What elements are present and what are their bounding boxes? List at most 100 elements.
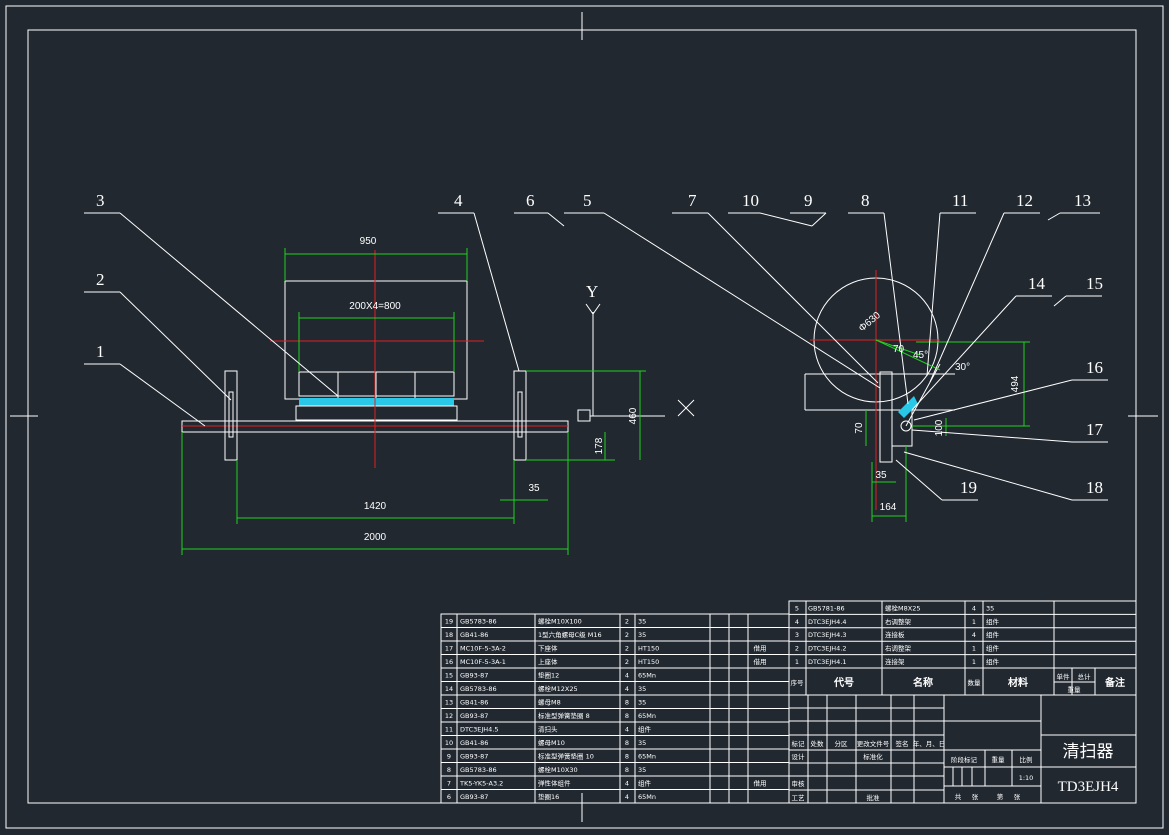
tb-sheet: 张 <box>972 792 979 801</box>
parts-right-cell: 4 <box>972 631 976 639</box>
hdr-total: 总计 <box>1078 672 1092 681</box>
title-block: 标记 处数 分区 更改文件号 签名 年、月、日 设计 标准化 审核 工艺 批准 … <box>788 694 1137 804</box>
dim-35-front: 35 <box>528 483 540 494</box>
balloon-8: 8 <box>861 191 870 210</box>
parts-left-cell: MC10F-5-3A-2 <box>460 645 506 653</box>
parts-left-cell: 35 <box>638 631 646 639</box>
dim-35-side: 35 <box>875 470 887 481</box>
parts-left-cell: 17 <box>445 645 453 653</box>
parts-right-cell: DTC3EJH4.4 <box>808 618 847 626</box>
parts-left-cell: 11 <box>445 726 453 734</box>
balloon-1: 1 <box>96 342 105 361</box>
parts-left-cell: 12 <box>445 712 453 720</box>
tb-stage: 阶段标记 <box>951 755 978 764</box>
parts-left-cell: 7 <box>447 780 451 788</box>
parts-right-cell: 2 <box>795 645 799 653</box>
parts-right-cell: DTC3EJH4.2 <box>808 645 847 653</box>
hdr-note: 备注 <box>1104 676 1125 689</box>
parts-left-cell: MC10F-5-3A-1 <box>460 658 506 666</box>
dim-950: 950 <box>360 236 377 247</box>
parts-right-cell: 连接架 <box>885 657 905 666</box>
parts-left-cell: 组件 <box>638 725 652 734</box>
tb-sheets: 共 <box>955 792 962 801</box>
parts-left-cell: 2 <box>625 645 629 653</box>
right-adjust-slot <box>517 391 523 438</box>
parts-left-cell: 8 <box>625 739 629 747</box>
dim-70: 70 <box>854 422 865 434</box>
parts-left-cell: 18 <box>445 631 453 639</box>
tb-approve: 批准 <box>867 793 881 802</box>
parts-left-cell: 弹性体组件 <box>538 779 571 788</box>
parts-right-cell: 3 <box>795 631 799 639</box>
origin-box <box>577 409 591 422</box>
balloon-17: 17 <box>1086 420 1104 439</box>
tb-zone: 分区 <box>835 739 849 748</box>
balloon-18: 18 <box>1086 478 1103 497</box>
tb-mark: 标记 <box>792 739 806 748</box>
left-adjust-slot <box>228 391 234 438</box>
balloon-7: 7 <box>688 191 697 210</box>
parts-left-cell: 4 <box>625 726 629 734</box>
dim-1420: 1420 <box>364 501 387 512</box>
parts-left-cell: GB41-86 <box>460 699 488 707</box>
parts-right-cell: 组件 <box>986 657 1000 666</box>
parts-right-cell: 螺栓M8X25 <box>885 603 920 612</box>
drawing-code: TD3EJH4 <box>1058 779 1119 795</box>
parts-left-cell: 4 <box>625 672 629 680</box>
right-adjust-frame <box>513 370 527 461</box>
parts-left-cell: 9 <box>447 753 451 761</box>
parts-right-cell: 1 <box>972 645 976 653</box>
parts-left-cell: 螺母M10 <box>538 738 565 747</box>
inner-frame <box>27 29 1137 804</box>
tb-sign: 签名 <box>896 739 909 748</box>
hdr-name: 名称 <box>913 676 933 689</box>
dim-164: 164 <box>880 502 897 513</box>
balloon-4: 4 <box>454 191 463 210</box>
parts-left-cell: 标准型弹簧垫圈 8 <box>538 711 590 720</box>
parts-left-cell: 65Mn <box>638 672 656 680</box>
parts-left-cell: GB41-86 <box>460 739 488 747</box>
balloon-5: 5 <box>583 191 592 210</box>
y-axis-arrow <box>585 303 601 315</box>
balloon-6: 6 <box>526 191 535 210</box>
parts-left-cell: 19 <box>445 618 453 626</box>
parts-left-cell: 14 <box>445 685 453 693</box>
parts-left-cell: 65Mn <box>638 793 656 801</box>
parts-left-cell: GB41-86 <box>460 631 488 639</box>
angle-45-line <box>875 339 921 356</box>
parts-left-cell: 35 <box>638 685 646 693</box>
tb-page: 张 <box>1014 792 1021 801</box>
parts-left-cell: 2 <box>625 631 629 639</box>
parts-right-cell: 4 <box>972 604 976 612</box>
tb-scale: 1:10 <box>1019 774 1034 782</box>
parts-left-cell: 4 <box>625 793 629 801</box>
balloon-13: 13 <box>1074 191 1091 210</box>
parts-left-cell: 螺栓M10X30 <box>538 765 578 774</box>
parts-left-cell: 65Mn <box>638 712 656 720</box>
parts-left-cell: 13 <box>445 699 453 707</box>
tb-of: 第 <box>997 792 1004 801</box>
tb-count: 处数 <box>811 739 825 748</box>
parts-left-cell: 4 <box>625 685 629 693</box>
pivot-circle <box>900 420 912 432</box>
tb-weight: 重量 <box>992 756 1006 764</box>
parts-left-cell: GB5783-86 <box>460 685 497 693</box>
parts-left-cell: 借用 <box>754 779 767 788</box>
tb-craft: 工艺 <box>792 794 806 802</box>
parts-left-cell: 8 <box>447 766 451 774</box>
parts-left-cell: 清扫头 <box>538 725 558 734</box>
parts-right-cell: 1 <box>972 618 976 626</box>
side-view: Φ630 70 45° 30° 494 70 100 35 164 <box>804 270 1030 522</box>
dim-phi630: Φ630 <box>857 310 883 335</box>
parts-left-cell: 4 <box>625 780 629 788</box>
dim-494: 494 <box>1010 375 1021 392</box>
parts-right-cell: 35 <box>986 604 994 612</box>
parts-left-cell: 8 <box>625 699 629 707</box>
parts-left-cell: DTC3EJH4.5 <box>460 726 499 734</box>
parts-left-cell: 组件 <box>638 779 652 788</box>
hdr-qty: 数量 <box>968 678 982 687</box>
dim-45deg: 45° <box>913 350 928 361</box>
tb-std: 标准化 <box>863 752 883 761</box>
